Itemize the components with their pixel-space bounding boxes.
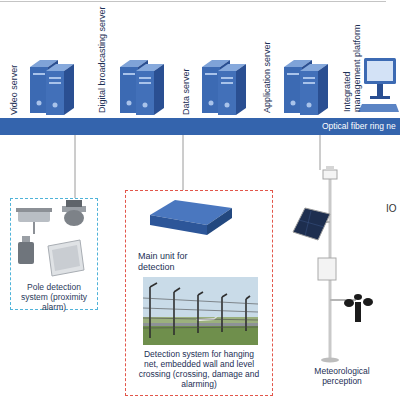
node-label: Pole detection system (proximity alarm) [14, 282, 94, 312]
weather-station [293, 166, 373, 363]
pole-cameras [16, 200, 86, 276]
server-node: Video server [5, 35, 85, 120]
server-node: Digital broadcasting server [93, 2, 173, 120]
anemometer-body [355, 302, 361, 322]
node-label: Digital broadcasting server [97, 6, 107, 113]
anemometer-cup [363, 298, 373, 306]
dome-camera [64, 210, 84, 226]
anemometer-cup [344, 299, 354, 307]
station-base [321, 358, 339, 363]
main-unit-icon [150, 200, 232, 235]
unit-front [150, 215, 207, 235]
fence-posts [150, 283, 250, 338]
server-icon [202, 60, 246, 115]
photo-far-ground [143, 317, 258, 326]
monitor-frame [364, 58, 396, 84]
pole-sensor-cap [22, 236, 30, 242]
network-link [75, 135, 76, 198]
photo-runway [143, 323, 258, 326]
station-sensor [323, 170, 337, 179]
server-icon [30, 60, 74, 115]
fence-photo [143, 277, 258, 345]
server-icon [120, 60, 164, 115]
dome-camera-top [66, 200, 82, 207]
free-label: IO [386, 203, 397, 214]
node-label: Detection system for hanging net, embedd… [136, 349, 262, 389]
pole-sensor [18, 242, 34, 264]
server-node: Application server [258, 20, 338, 120]
solar-grid [299, 211, 324, 236]
node-label: Data server [181, 68, 191, 115]
camera-hood [16, 208, 52, 212]
photo-sky [143, 277, 258, 345]
node-label: Meteorological perception [304, 366, 380, 386]
radar-face [52, 245, 80, 271]
node-label: Application server [262, 41, 272, 113]
station-sensor-cap [326, 166, 334, 170]
band-label: Optical fiber ring ne [322, 121, 396, 131]
server-node: Data server [177, 40, 257, 120]
network-link [320, 135, 321, 170]
photo-ground [143, 326, 258, 345]
monitor-stand [377, 84, 383, 96]
radar-panel [48, 240, 84, 276]
camera-mount [33, 222, 35, 234]
server-icon [284, 60, 328, 115]
platform-node: Integrated management platform [338, 0, 400, 120]
unit-side [207, 208, 232, 235]
keyboard [358, 104, 399, 112]
node-label: Video server [9, 65, 19, 115]
anemometer-cup [354, 294, 362, 300]
node-label: Integrated management platform [342, 24, 362, 112]
sensor-node: Meteorological perception [292, 170, 392, 392]
frame-line [0, 1, 386, 2]
detection-group: Main unit for detectionDetection system … [125, 190, 273, 396]
node-label: Main unit for detection [138, 251, 218, 272]
monitor-base [370, 96, 390, 99]
station-box [318, 258, 336, 280]
network-band: Optical fiber ring ne [0, 118, 400, 135]
detection-group: Pole detection system (proximity alarm) [10, 198, 98, 310]
solar-panel [293, 208, 330, 240]
monitor-screen [367, 61, 393, 81]
photo-airplane [196, 316, 218, 321]
monitor-icon [358, 58, 399, 112]
network-link [183, 135, 184, 190]
fence-wires [143, 298, 258, 328]
